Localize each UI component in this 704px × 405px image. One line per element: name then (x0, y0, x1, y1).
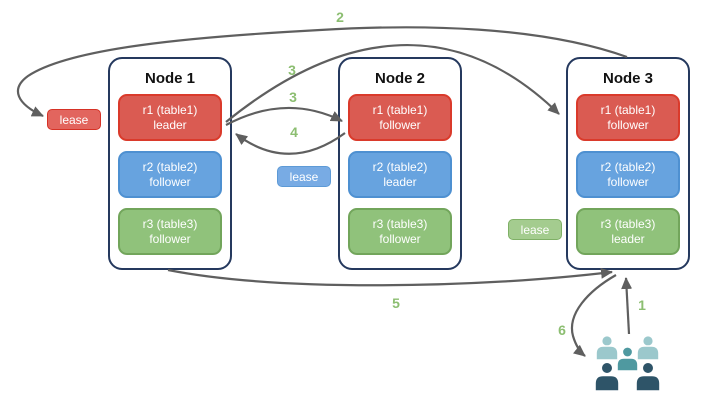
step-label-4: 4 (290, 124, 298, 140)
replica-name: r3 (table3) (142, 216, 198, 231)
replica-name: r1 (table1) (142, 102, 198, 117)
arrow-5 (167, 267, 613, 287)
replica-role: follower (149, 174, 191, 189)
replica-role: follower (607, 117, 649, 132)
node-1-replica-r3: r3 (table3) follower (118, 208, 222, 255)
arrow-6 (570, 274, 617, 357)
replica-name: r3 (table3) (600, 216, 656, 231)
replica-name: r3 (table3) (372, 216, 428, 231)
replica-name: r1 (table1) (600, 102, 656, 117)
replica-role: leader (383, 174, 417, 189)
lease-label-red: lease (47, 109, 101, 130)
replica-name: r2 (table2) (142, 159, 198, 174)
replica-role: leader (611, 231, 645, 246)
step-label-6: 6 (558, 322, 566, 338)
node-2-replica-r2: r2 (table2) leader (348, 151, 452, 198)
replica-role: follower (607, 174, 649, 189)
node-1-title: Node 1 (144, 70, 195, 87)
node-3-title: Node 3 (602, 70, 653, 87)
replica-name: r2 (table2) (600, 159, 656, 174)
replica-role: follower (379, 231, 421, 246)
step-label-5: 5 (392, 295, 400, 311)
node-1-replica-r2: r2 (table2) follower (118, 151, 222, 198)
arrow-1 (621, 277, 633, 335)
step-label-3b: 3 (289, 89, 297, 105)
node-3-box: Node 3 r1 (table1) follower r2 (table2) … (566, 57, 690, 270)
users-group-icon (594, 334, 661, 392)
node-2-replica-r3: r3 (table3) follower (348, 208, 452, 255)
replica-role: follower (149, 231, 191, 246)
step-label-1: 1 (638, 297, 646, 313)
lease-label-blue: lease (277, 166, 331, 187)
lease-label-green: lease (508, 219, 562, 240)
node-3-replica-r2: r2 (table2) follower (576, 151, 680, 198)
node-2-title: Node 2 (374, 70, 425, 87)
arrow-3-to-node2 (225, 106, 343, 126)
replica-name: r2 (table2) (372, 159, 428, 174)
replica-role: leader (153, 117, 187, 132)
replica-name: r1 (table1) (372, 102, 428, 117)
replica-role: follower (379, 117, 421, 132)
step-label-3a: 3 (288, 62, 296, 78)
node-2-replica-r1: r1 (table1) follower (348, 94, 452, 141)
step-label-2: 2 (336, 9, 344, 25)
node-1-replica-r1: r1 (table1) leader (118, 94, 222, 141)
node-2-box: Node 2 r1 (table1) follower r2 (table2) … (338, 57, 462, 270)
node-1-box: Node 1 r1 (table1) leader r2 (table2) fo… (108, 57, 232, 270)
node-3-replica-r1: r1 (table1) follower (576, 94, 680, 141)
node-3-replica-r3: r3 (table3) leader (576, 208, 680, 255)
